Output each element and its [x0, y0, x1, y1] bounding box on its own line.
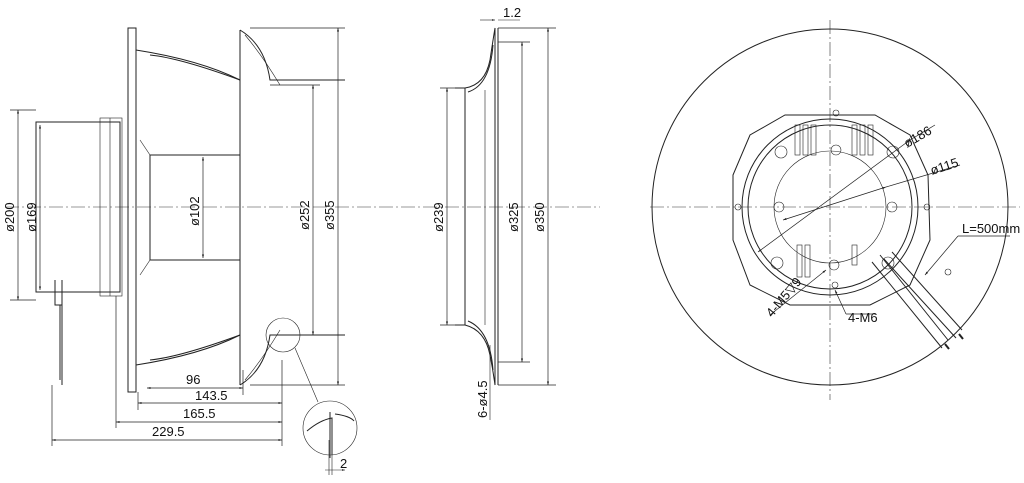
cable-bundle: [871, 251, 964, 350]
inlet-ring-view: 1.2 ø239 ø325 ø350 6-ø4.5: [431, 5, 556, 420]
dim-mount-circle: ø186: [901, 123, 934, 151]
dim-inlet: ø252: [297, 200, 312, 230]
dim-hub: ø102: [187, 196, 202, 226]
motor-flange: [99, 117, 123, 297]
dim-motor-outer: ø200: [2, 202, 17, 232]
detail-thickness-label: 2: [340, 456, 347, 471]
dim-inner: ø239: [431, 202, 446, 232]
dim-229-5: 229.5: [152, 424, 185, 439]
impeller-outline: [651, 28, 1009, 386]
cooling-fins: [794, 124, 874, 278]
dim-inner-circle: ø115: [928, 155, 960, 178]
dim-outer: ø350: [532, 202, 547, 232]
backplate: [127, 27, 137, 393]
motor-housing: [35, 121, 121, 293]
dim-96: 96: [186, 372, 200, 387]
side-view: 2 ø200 ø169 ø102 ø252 ø355 96 143.5 165.…: [2, 27, 358, 475]
cable-length: L=500mm: [962, 221, 1020, 236]
dim-holes: 6-ø4.5: [475, 380, 490, 418]
dim-165-5: 165.5: [183, 406, 216, 421]
dim-impeller: ø355: [322, 200, 337, 230]
dim-thickness: 1.2: [503, 5, 521, 20]
motor-flange-outline: [732, 114, 931, 306]
dim-bolt-circle: ø325: [506, 202, 521, 232]
thread-holes: 4-M6: [848, 310, 878, 325]
dim-143-5: 143.5: [195, 388, 228, 403]
dim-motor-inner: ø169: [24, 202, 39, 232]
